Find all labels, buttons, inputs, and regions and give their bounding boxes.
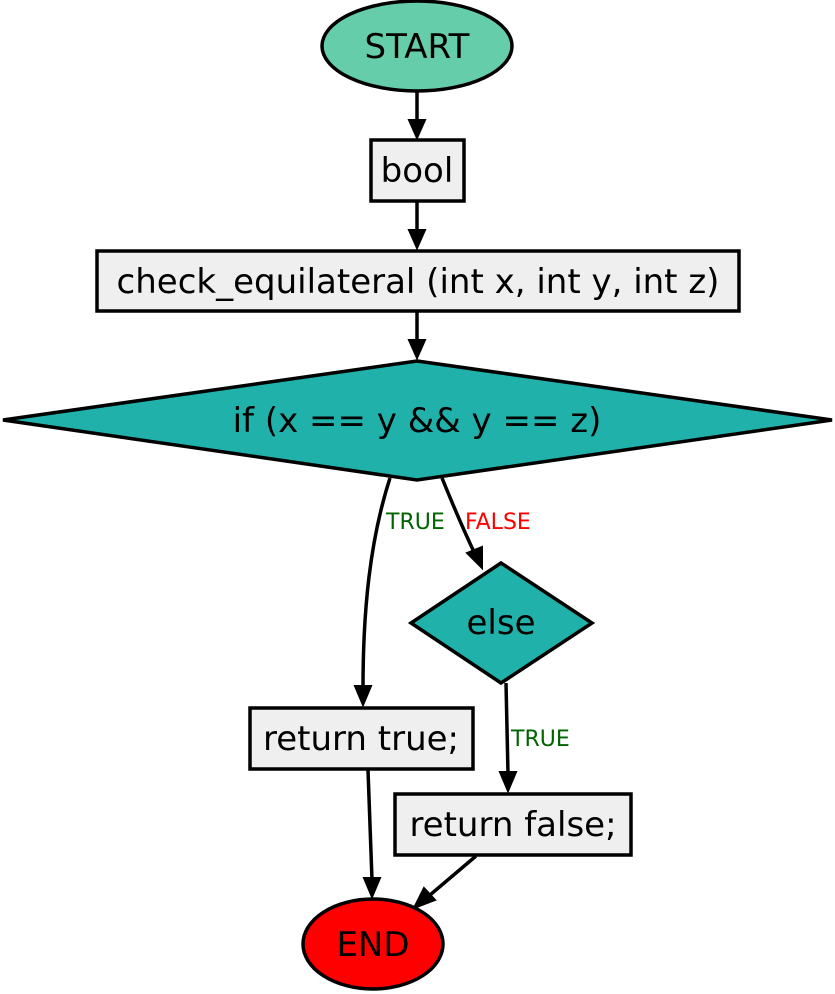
end-label: END [336, 925, 409, 965]
return-false-label: return false; [409, 805, 616, 845]
end-node [301, 897, 445, 991]
return-false-box [393, 792, 633, 857]
edge-else-to-return-false [504, 682, 510, 775]
arrowhead-icon [465, 545, 483, 571]
else-decision [407, 560, 596, 686]
return-type-label: bool [381, 151, 454, 191]
start-node [320, 0, 514, 93]
edge-condition-to-return-true [361, 477, 392, 689]
arrowhead-icon [407, 339, 427, 361]
edge-label-true: TRUE [385, 510, 445, 535]
condition-label: if (x == y && y == z) [233, 401, 602, 441]
edges [353, 92, 518, 910]
arrowhead-icon [362, 877, 382, 900]
signature-box [95, 249, 741, 313]
arrowhead-icon [407, 119, 427, 141]
start-label: START [365, 27, 470, 67]
edge-return-false-to-end [428, 854, 478, 897]
edge-condition-to-else [440, 477, 476, 553]
return-type-box [369, 138, 466, 203]
edge-label-true: TRUE [510, 727, 570, 752]
arrowhead-icon [411, 886, 437, 910]
condition-decision [2, 359, 833, 482]
arrowhead-icon [407, 229, 427, 251]
edge-return-true-to-end [366, 769, 374, 881]
arrowhead-icon [353, 685, 373, 708]
else-label: else [467, 603, 536, 643]
signature-label: check_equilateral (int x, int y, int z) [117, 262, 720, 302]
return-true-label: return true; [263, 719, 459, 759]
return-true-box [248, 706, 475, 771]
edge-label-false: FALSE [465, 510, 531, 535]
arrowhead-icon [498, 771, 518, 794]
